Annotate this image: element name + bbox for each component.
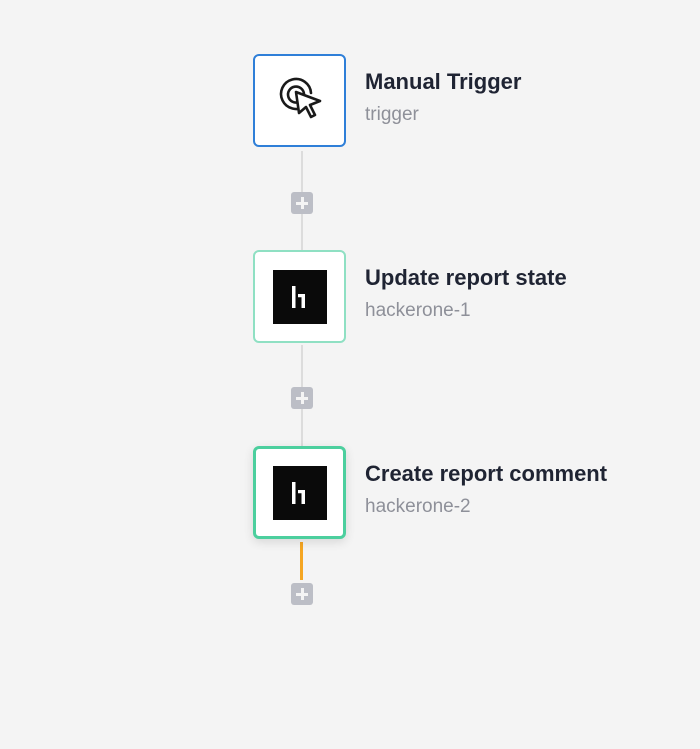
node-subtitle: hackerone-2	[365, 496, 471, 517]
node-subtitle: hackerone-1	[365, 300, 471, 321]
node-title: Create report comment	[365, 461, 608, 486]
node-title: Update report state	[365, 265, 567, 290]
add-step-button[interactable]	[291, 583, 313, 605]
hackerone-logo-icon	[272, 269, 327, 324]
add-step-button[interactable]	[291, 192, 313, 214]
node-title: Manual Trigger	[365, 69, 522, 94]
add-step-button[interactable]	[291, 387, 313, 409]
node-update-report-state[interactable]	[253, 250, 346, 343]
connector-line-active	[300, 542, 303, 580]
node-subtitle: trigger	[365, 104, 419, 125]
cursor-click-icon	[271, 69, 329, 132]
node-manual-trigger[interactable]	[253, 54, 346, 147]
hackerone-logo-icon	[272, 465, 327, 520]
node-create-report-comment[interactable]	[253, 446, 346, 539]
